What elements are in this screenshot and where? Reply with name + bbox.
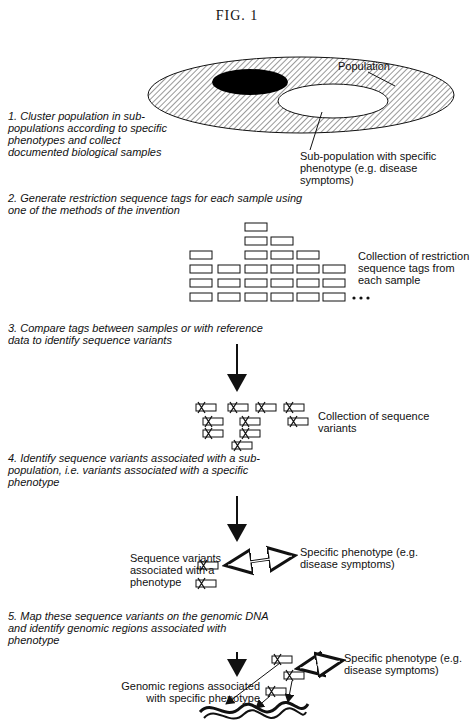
variant-x: [230, 402, 237, 413]
sequence-tag: [297, 265, 319, 273]
leader-line: [368, 72, 395, 86]
step-text: 1. Cluster population in sub-populations…: [8, 110, 180, 158]
variant-marks: [198, 402, 297, 697]
phenotype-label: Specific phenotype (e.g. disease symptom…: [300, 546, 430, 570]
variant-group: [196, 404, 308, 695]
flow-arrow: [236, 652, 238, 675]
association-arrow: [228, 556, 292, 565]
variant-x: [242, 428, 249, 439]
variant-tag: [203, 418, 223, 425]
leader-line: [310, 112, 322, 150]
variant-tag: [266, 688, 286, 695]
step-text: 4. Identify sequence variants associated…: [8, 452, 290, 488]
sequence-tag: [323, 293, 345, 301]
sequence-tag: [218, 293, 240, 301]
sequence-tag: [271, 265, 293, 273]
subpopulation-white: [278, 84, 388, 118]
ellipsis-dot: [352, 296, 355, 299]
sequence-tag: [190, 251, 212, 259]
sequence-tag: [245, 293, 267, 301]
variant-x: [234, 440, 241, 451]
sequence-tag: [271, 279, 293, 287]
variant-tag: [284, 672, 304, 679]
callout-label: Sub-population with specific phenotype (…: [300, 150, 450, 186]
variant-tag: [284, 404, 304, 411]
ellipsis-dot: [359, 296, 362, 299]
sequence-tag: [323, 265, 345, 273]
sequence-tag: [297, 251, 319, 259]
variant-x: [286, 670, 293, 681]
variant-tag: [228, 404, 248, 411]
mapping-arrow: [288, 681, 292, 702]
variant-x: [268, 686, 275, 697]
group-label: Collection of sequence variants: [318, 410, 438, 434]
sequence-tag: [245, 279, 267, 287]
variant-x: [258, 402, 265, 413]
figure-title: FIG. 1: [0, 8, 474, 24]
sequence-tag: [190, 293, 212, 301]
sequence-tag: [190, 279, 212, 287]
association-arrow-core: [300, 661, 340, 668]
group-label: Sequence variants associated with a phen…: [130, 552, 228, 588]
sequence-tag: [190, 265, 212, 273]
flow-arrow: [236, 344, 238, 390]
variant-tag: [288, 418, 308, 425]
sequence-tag: [297, 293, 319, 301]
variant-tag: [232, 442, 252, 449]
sequence-tag: [245, 223, 267, 231]
ellipsis-dot: [366, 296, 369, 299]
step-text: 5. Map these sequence variants on the ge…: [8, 610, 272, 646]
association-arrow-core: [228, 556, 292, 565]
variant-tag: [196, 404, 216, 411]
association-arrow: [300, 661, 340, 668]
group-label: Genomic regions associated with specific…: [118, 680, 260, 704]
variant-x: [205, 416, 212, 427]
variant-x: [290, 416, 297, 427]
variant-tag: [240, 418, 260, 425]
variant-x: [286, 402, 293, 413]
group-label: Collection of restriction sequence tags …: [358, 250, 470, 286]
flow-arrow: [236, 496, 238, 540]
population-ellipse: [148, 57, 454, 133]
variant-x: [205, 428, 212, 439]
sequence-tag: [245, 237, 267, 245]
variant-tag: [203, 430, 223, 437]
variant-tag: [272, 656, 292, 663]
tag-group: [190, 223, 345, 301]
sequence-tag: [245, 251, 267, 259]
step-text: 2. Generate restriction sequence tags fo…: [8, 192, 308, 216]
dna-strand: [204, 708, 306, 718]
phenotype-label: Specific phenotype (e.g. disease symptom…: [344, 652, 470, 676]
sequence-tag: [218, 265, 240, 273]
variant-tag: [240, 430, 260, 437]
sequence-tag: [323, 279, 345, 287]
variant-tag: [256, 404, 276, 411]
sequence-tag: [245, 265, 267, 273]
sequence-tag: [271, 237, 293, 245]
variant-tag: [196, 580, 216, 587]
variant-x: [198, 578, 205, 589]
sequence-tag: [271, 251, 293, 259]
sequence-tag: [297, 279, 319, 287]
callout-label: Population: [338, 60, 418, 72]
subpopulation-black: [212, 69, 288, 95]
variant-x: [242, 416, 249, 427]
sequence-tag: [218, 279, 240, 287]
step-text: 3. Compare tags between samples or with …: [8, 322, 280, 346]
variant-x: [198, 402, 205, 413]
sequence-tag: [271, 293, 293, 301]
